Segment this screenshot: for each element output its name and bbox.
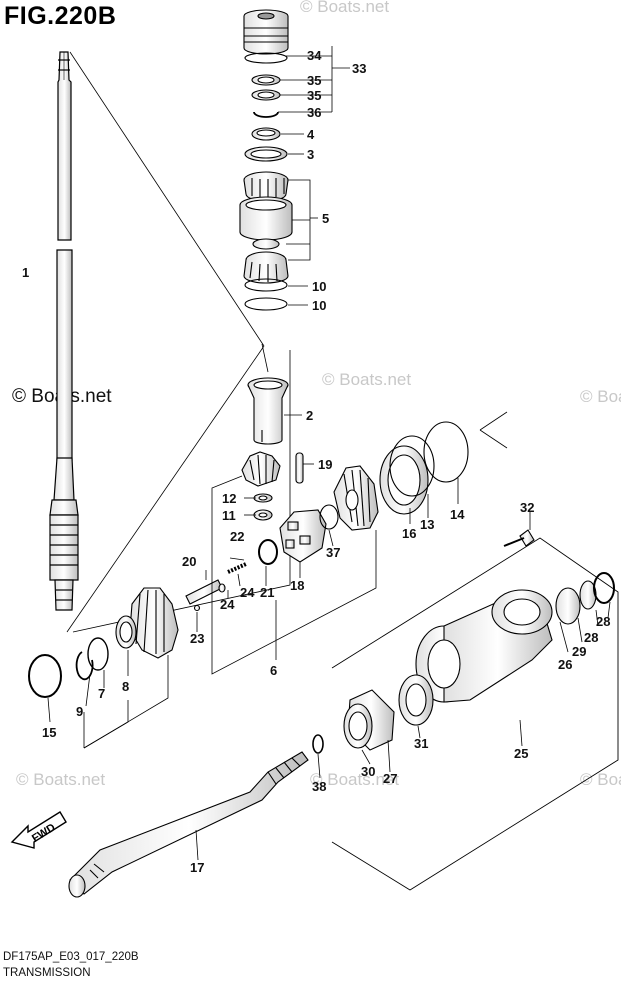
callout-38: 38 xyxy=(312,779,326,794)
callout-32: 32 xyxy=(520,500,534,515)
figure-code: DF175AP_E03_017_220B xyxy=(3,951,139,963)
forward-gear xyxy=(28,587,179,698)
callout-13: 13 xyxy=(420,517,434,532)
callout-6: 6 xyxy=(270,663,277,678)
callout-2: 2 xyxy=(306,408,313,423)
pinion-gear xyxy=(241,451,281,521)
callout-9: 9 xyxy=(76,704,83,719)
leader-lines xyxy=(47,46,611,861)
callout-20: 20 xyxy=(182,554,196,569)
callout-25: 25 xyxy=(514,746,528,761)
sleeve xyxy=(247,377,289,445)
callout-29: 29 xyxy=(572,644,586,659)
callout-5: 5 xyxy=(322,211,329,226)
callout-10a: 10 xyxy=(312,279,326,294)
callout-21: 21 xyxy=(260,585,274,600)
drive-shaft xyxy=(49,51,79,611)
callout-12: 12 xyxy=(222,491,236,506)
callout-28b: 28 xyxy=(584,630,598,645)
callout-28a: 28 xyxy=(596,614,610,629)
callout-35a: 35 xyxy=(307,73,321,88)
callout-31: 31 xyxy=(414,736,428,751)
callout-33: 33 xyxy=(352,61,366,76)
forward-direction-arrow: FWD xyxy=(10,811,67,849)
pin xyxy=(295,452,304,484)
reverse-gear xyxy=(333,465,379,531)
watermark-right: © Boats.net xyxy=(580,387,621,406)
callout-35b: 35 xyxy=(307,88,321,103)
watermark-lower-mid: © Boats.net xyxy=(310,770,399,789)
callout-4: 4 xyxy=(307,127,315,142)
callout-15: 15 xyxy=(42,725,56,740)
propeller-shaft-housing xyxy=(331,529,619,891)
callout-3: 3 xyxy=(307,147,314,162)
propeller-shaft xyxy=(68,734,324,898)
callout-labels: 34 33 35 35 36 4 3 5 10 10 1 2 19 12 11 … xyxy=(22,48,610,875)
clutch-assembly xyxy=(185,504,339,612)
figure-title: FIG.220B xyxy=(4,2,117,30)
callout-14: 14 xyxy=(450,507,465,522)
callout-1: 1 xyxy=(22,265,29,280)
callout-10b: 10 xyxy=(312,298,326,313)
callout-16: 16 xyxy=(402,526,416,541)
callout-19: 19 xyxy=(318,457,332,472)
callout-34: 34 xyxy=(307,48,322,63)
callout-36: 36 xyxy=(307,105,321,120)
thrust-bearing-group xyxy=(379,421,469,515)
watermark-top: © Boats.net xyxy=(300,0,389,16)
watermark-lower-left: © Boats.net xyxy=(16,770,105,789)
callout-26: 26 xyxy=(558,657,572,672)
callout-8: 8 xyxy=(122,679,129,694)
callout-11: 11 xyxy=(222,508,236,523)
callout-30: 30 xyxy=(361,764,375,779)
figure-name: TRANSMISSION xyxy=(3,967,91,979)
callout-7: 7 xyxy=(98,686,105,701)
callout-17: 17 xyxy=(190,860,204,875)
callout-27: 27 xyxy=(383,771,397,786)
callout-22: 22 xyxy=(230,529,244,544)
callout-24a: 24 xyxy=(220,597,235,612)
upper-bearing-stack xyxy=(239,9,293,311)
watermark-mid: © Boats.net xyxy=(322,370,411,389)
watermark-lower-right: © Boats.net xyxy=(580,770,621,789)
callout-24b: 24 xyxy=(240,585,255,600)
callout-18: 18 xyxy=(290,578,304,593)
callout-37: 37 xyxy=(326,545,340,560)
callout-23: 23 xyxy=(190,631,204,646)
